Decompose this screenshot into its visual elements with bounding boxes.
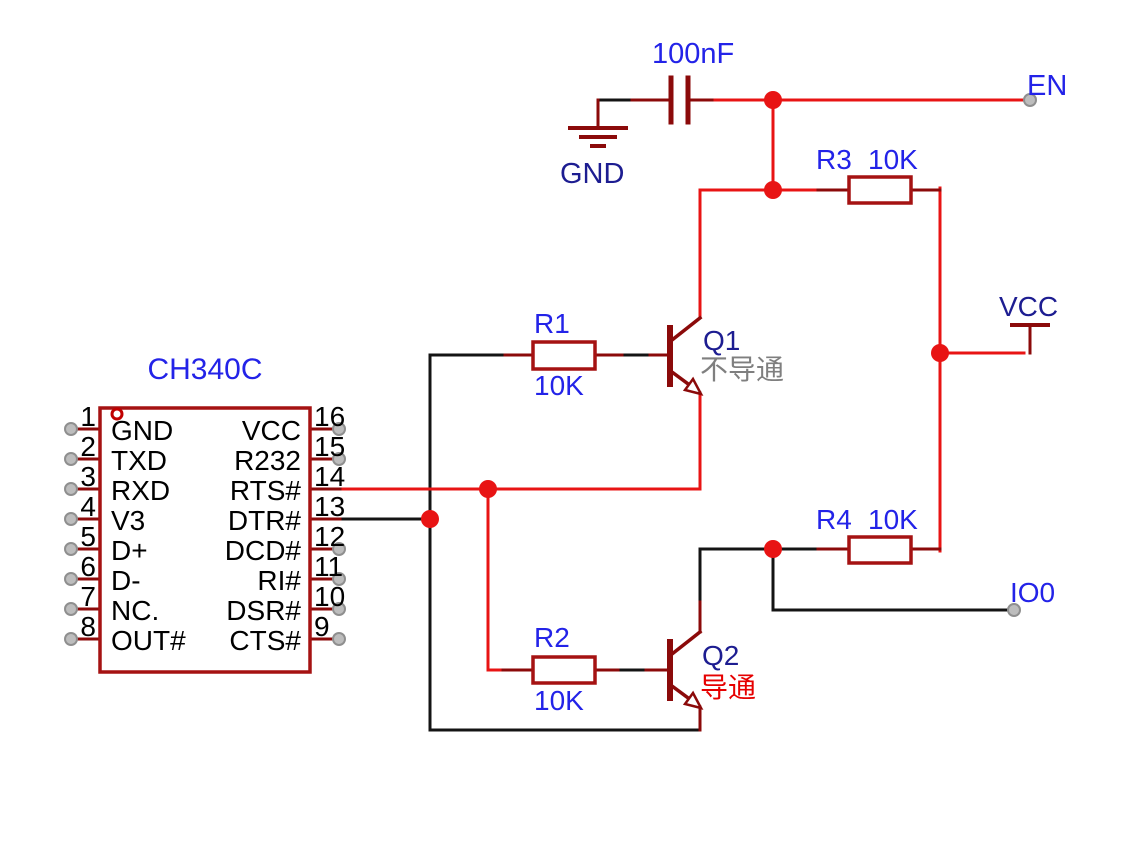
pin-number-7[interactable]: 7: [80, 581, 96, 612]
pin-number-10[interactable]: 10: [314, 581, 346, 612]
pin-name-v3[interactable]: V3: [111, 505, 146, 536]
r4-value-label[interactable]: 10K: [868, 504, 918, 535]
pin-number-13[interactable]: 13: [314, 491, 346, 522]
r2-ref-label[interactable]: R2: [534, 622, 570, 653]
pin-name-cts[interactable]: CTS#: [229, 625, 301, 656]
wire-io0-net[interactable]: [698, 547, 1016, 612]
ground-symbol[interactable]: [568, 98, 628, 148]
r1-ref-label[interactable]: R1: [534, 308, 570, 339]
pin-number-9[interactable]: 9: [314, 611, 330, 642]
q1-ref-label[interactable]: Q1: [703, 325, 741, 356]
pin-name-dminus[interactable]: D-: [111, 565, 141, 596]
pin-name-gnd[interactable]: GND: [111, 415, 174, 446]
junction-dots: [421, 91, 949, 558]
pin-name-rxd[interactable]: RXD: [111, 475, 171, 506]
resistor-r2[interactable]: [501, 655, 620, 685]
pin-name-dcd[interactable]: DCD#: [224, 535, 301, 566]
r1-value-label[interactable]: 10K: [534, 370, 584, 401]
en-net-label[interactable]: EN: [1027, 70, 1068, 102]
wire-rts-net[interactable]: [338, 393, 702, 672]
pin-number-3[interactable]: 3: [80, 461, 96, 492]
pin-number-1[interactable]: 1: [80, 401, 96, 432]
vcc-symbol[interactable]: [1010, 323, 1050, 355]
pin-number-2[interactable]: 2: [80, 431, 96, 462]
wire-en-net[interactable]: [698, 98, 1030, 319]
pin-number-8[interactable]: 8: [80, 611, 96, 642]
pin1-indicator: [110, 407, 124, 421]
pin-name-dplus[interactable]: D+: [111, 535, 148, 566]
pin-name-dtr[interactable]: DTR#: [227, 505, 301, 536]
resistor-r3[interactable]: [816, 175, 942, 205]
resistor-r4[interactable]: [816, 535, 942, 565]
ic-title[interactable]: CH340C: [147, 353, 263, 386]
pin-name-nc[interactable]: NC.: [111, 595, 160, 626]
ic-body[interactable]: [98, 406, 312, 674]
pin-number-15[interactable]: 15: [314, 431, 346, 462]
pin-name-vcc[interactable]: VCC: [241, 415, 301, 446]
transistor-q2[interactable]: [644, 600, 704, 732]
pin-number-16[interactable]: 16: [314, 401, 346, 432]
wire-vcc-net[interactable]: [938, 186, 1026, 553]
ic-ch340c-symbol[interactable]: [64, 406, 346, 674]
pin-name-out[interactable]: OUT#: [111, 625, 186, 656]
io0-net-endpoint[interactable]: [1007, 603, 1021, 617]
pin-number-6[interactable]: 6: [80, 551, 96, 582]
pin-name-r232[interactable]: R232: [234, 445, 301, 476]
resistor-r1[interactable]: [503, 340, 624, 371]
pin-number-4[interactable]: 4: [80, 491, 96, 522]
wire-dtr-net[interactable]: [338, 353, 702, 732]
pin-number-5[interactable]: 5: [80, 521, 96, 552]
r4-ref-label[interactable]: R4: [816, 504, 852, 535]
r2-value-label[interactable]: 10K: [534, 685, 584, 716]
pin-name-txd[interactable]: TXD: [111, 445, 167, 476]
pin-number-14[interactable]: 14: [314, 461, 346, 492]
q2-ref-label[interactable]: Q2: [702, 640, 740, 671]
r3-ref-label[interactable]: R3: [816, 144, 852, 175]
pin-number-12[interactable]: 12: [314, 521, 346, 552]
io0-net-label[interactable]: IO0: [1010, 577, 1056, 608]
pin-number-11[interactable]: 11: [314, 551, 344, 582]
gnd-net-label[interactable]: GND: [560, 158, 625, 190]
q1-status-label[interactable]: 不导通: [700, 354, 785, 385]
c1-value-label[interactable]: 100nF: [652, 38, 735, 70]
vcc-net-label[interactable]: VCC: [999, 291, 1059, 322]
en-net-endpoint[interactable]: [1023, 93, 1037, 107]
pin-name-dsr[interactable]: DSR#: [226, 595, 301, 626]
transistor-q1[interactable]: [648, 315, 704, 396]
pin-name-rts[interactable]: RTS#: [229, 475, 301, 506]
pin-name-ri[interactable]: RI#: [257, 565, 301, 596]
capacitor-c1[interactable]: [630, 75, 714, 125]
q2-status-label[interactable]: 导通: [700, 672, 757, 703]
r3-value-label[interactable]: 10K: [868, 144, 918, 175]
